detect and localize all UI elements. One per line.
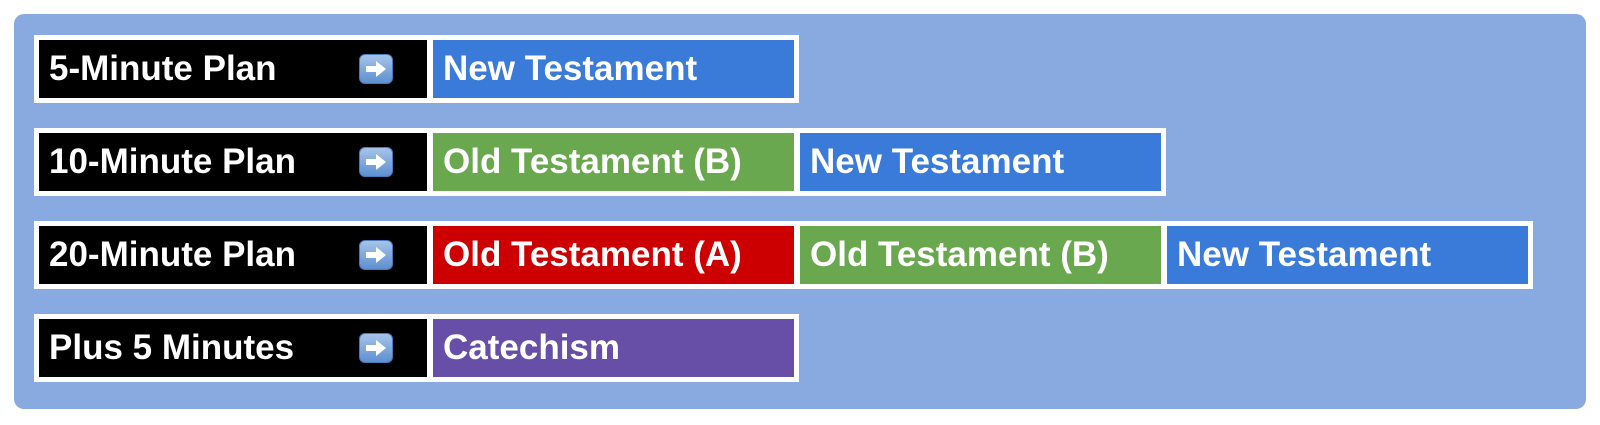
- plan-row-5-minute: 5-Minute Plan New Testament: [34, 35, 799, 103]
- divider: [427, 133, 433, 191]
- divider: [427, 226, 433, 284]
- plan-label: 10-Minute Plan: [39, 133, 427, 191]
- right-arrow-icon: [359, 147, 393, 177]
- plan-row-plus-5-minutes: Plus 5 Minutes Catechism: [34, 314, 799, 382]
- plan-label-text: 10-Minute Plan: [49, 142, 296, 181]
- right-arrow-icon: [359, 240, 393, 270]
- segment-old-testament-a[interactable]: Old Testament (A): [433, 226, 794, 284]
- plan-label: 5-Minute Plan: [39, 40, 427, 98]
- right-arrow-icon: [359, 333, 393, 363]
- divider: [794, 133, 800, 191]
- segment-new-testament[interactable]: New Testament: [800, 133, 1161, 191]
- segment-catechism[interactable]: Catechism: [433, 319, 794, 377]
- segment-old-testament-b[interactable]: Old Testament (B): [800, 226, 1161, 284]
- reading-plans-panel: 5-Minute Plan New Testament 10-Minute Pl…: [14, 14, 1586, 409]
- plan-row-20-minute: 20-Minute Plan Old Testament (A) Old Tes…: [34, 221, 1533, 289]
- divider: [427, 319, 433, 377]
- plan-label: Plus 5 Minutes: [39, 319, 427, 377]
- plan-label: 20-Minute Plan: [39, 226, 427, 284]
- divider: [427, 40, 433, 98]
- divider: [794, 226, 800, 284]
- segment-old-testament-b[interactable]: Old Testament (B): [433, 133, 794, 191]
- segment-new-testament[interactable]: New Testament: [433, 40, 794, 98]
- plan-label-text: 20-Minute Plan: [49, 235, 296, 274]
- divider: [1161, 226, 1167, 284]
- plan-row-10-minute: 10-Minute Plan Old Testament (B) New Tes…: [34, 128, 1166, 196]
- plan-label-text: 5-Minute Plan: [49, 49, 277, 88]
- segment-new-testament[interactable]: New Testament: [1167, 226, 1528, 284]
- right-arrow-icon: [359, 54, 393, 84]
- plan-label-text: Plus 5 Minutes: [49, 328, 295, 367]
